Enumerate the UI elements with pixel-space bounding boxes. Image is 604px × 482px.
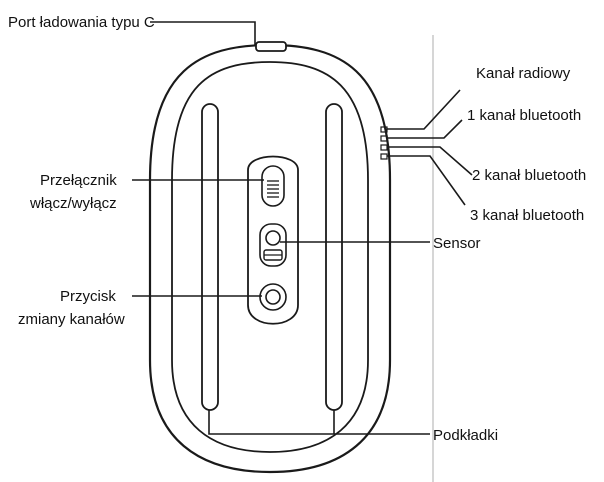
label-bt3: 3 kanał bluetooth <box>470 207 584 224</box>
leader-port <box>150 21 256 45</box>
leader-bt3 <box>387 155 466 206</box>
sensor-lens-icon <box>265 230 281 246</box>
usb-c-port-icon <box>255 41 287 52</box>
label-port: Port ładowania typu C <box>8 14 155 31</box>
mouse-outer-body <box>148 43 392 474</box>
led-bt3-icon <box>380 153 388 160</box>
label-radio: Kanał radiowy <box>476 65 571 82</box>
left-pad-strip <box>201 103 219 411</box>
label-bt2: 2 kanał bluetooth <box>472 167 586 184</box>
label-bt1: 1 kanał bluetooth <box>467 107 581 124</box>
sensor-housing-icon <box>259 223 287 267</box>
led-bt2-icon <box>380 144 388 151</box>
label-switch-line2: włącz/wyłącz <box>29 195 117 212</box>
leader-pads <box>208 410 335 435</box>
label-button-line1: Przycisk <box>60 288 116 305</box>
right-pad-strip <box>325 103 343 411</box>
leader-radio <box>387 89 461 130</box>
central-module <box>247 155 299 325</box>
label-sensor: Sensor <box>433 235 481 252</box>
label-switch-line1: Przełącznik <box>40 172 117 189</box>
leader-bt1 <box>387 119 463 139</box>
leader-bt2 <box>387 146 473 176</box>
label-button-line2: zmiany kanałów <box>18 311 125 328</box>
channel-button-inner-icon <box>265 289 281 305</box>
mouse-inner-body <box>171 61 369 453</box>
channel-button-outer-icon <box>259 283 287 311</box>
power-switch-icon <box>261 165 285 207</box>
label-pads: Podkładki <box>433 427 498 444</box>
